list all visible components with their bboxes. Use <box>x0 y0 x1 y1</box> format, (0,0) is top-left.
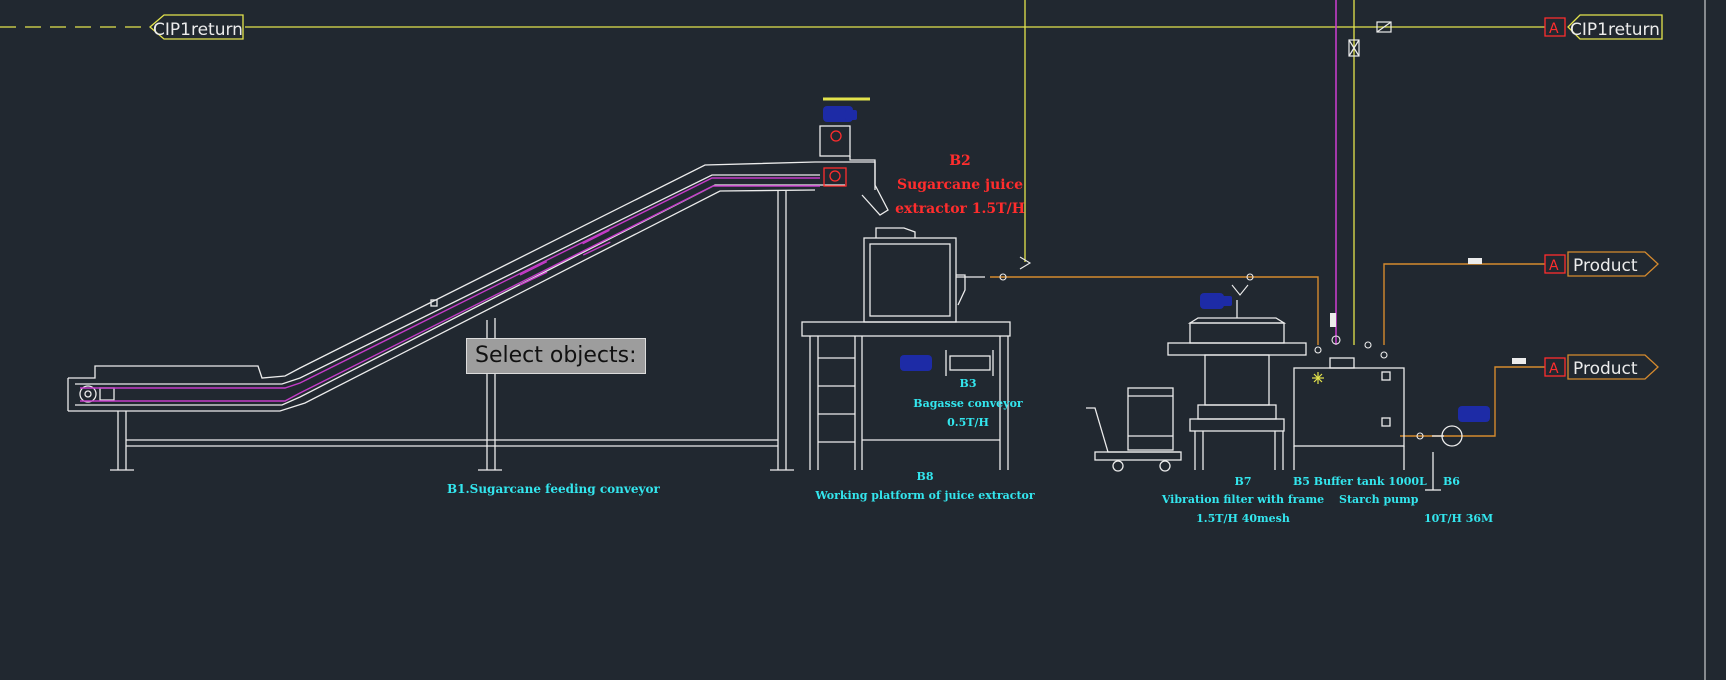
label-b3-name: Bagasse conveyor <box>913 397 1023 410</box>
b3-bagasse-conveyor[interactable] <box>900 350 994 376</box>
label-b2-capacity: extractor 1.5T/H <box>895 201 1025 217</box>
cip-return-connector-left[interactable]: CIP1return <box>149 14 244 40</box>
orange-pipe-markers <box>1468 258 1526 364</box>
label-b8-name: Working platform of juice extractor <box>814 489 1035 502</box>
b5-tank-sensor <box>1312 372 1324 384</box>
label-b5-name: B5 Buffer tank 1000L <box>1293 475 1427 488</box>
top-line-vertical-valve[interactable] <box>1348 39 1360 57</box>
a-marker-box <box>1544 17 1566 37</box>
magenta-supply-pipe[interactable] <box>1330 0 1337 345</box>
top-line-check-valve[interactable] <box>1376 21 1392 33</box>
a-marker-label: A <box>1549 21 1559 37</box>
cip-return-connector-right[interactable]: A CIP1return <box>1544 14 1663 40</box>
cip-return-line[interactable] <box>0 0 1545 345</box>
label-b6-tag: B6 <box>1443 475 1460 488</box>
label-b8-tag: B8 <box>917 470 934 483</box>
label-b3-tag: B3 <box>960 377 977 390</box>
equipment-labels: B1.Sugarcane feeding conveyor B2 Sugarca… <box>447 153 1493 525</box>
label-b7-tag: B7 <box>1235 475 1252 488</box>
b7-motor-icon <box>1200 293 1232 309</box>
b1-drive-head-red <box>823 130 847 187</box>
b7-vibration-filter[interactable] <box>1167 300 1307 470</box>
b1-motor-icon[interactable] <box>823 97 870 122</box>
b8-working-platform[interactable] <box>801 321 1011 470</box>
label-b1: B1.Sugarcane feeding conveyor <box>447 482 660 496</box>
label-b7-capacity: 1.5T/H 40mesh <box>1196 512 1290 525</box>
b2-juice-extractor[interactable] <box>863 227 985 323</box>
b1-conveyor-belt[interactable] <box>80 177 820 402</box>
product-connector-1[interactable]: A Product <box>1544 251 1659 277</box>
label-b2-name: Sugarcane juice <box>897 177 1023 193</box>
inline-valves[interactable] <box>999 256 1424 440</box>
b5-buffer-tank[interactable] <box>1293 357 1405 470</box>
b1-feeding-conveyor[interactable] <box>67 125 889 471</box>
label-b7-name: Vibration filter with frame <box>1161 493 1324 506</box>
label-b5-pump: Starch pump <box>1339 493 1419 506</box>
product-label-1: Product <box>1573 256 1638 276</box>
cip-return-label-right: CIP1return <box>1570 20 1660 40</box>
label-b3-capacity: 0.5T/H <box>947 416 989 429</box>
a-marker-label-product-2: A <box>1549 361 1559 377</box>
cip-return-label-left: CIP1return <box>153 20 243 40</box>
label-b6-capacity: 10T/H 36M <box>1424 512 1493 525</box>
product-label-2: Product <box>1573 359 1638 379</box>
b6-starch-pump[interactable] <box>1425 406 1490 491</box>
orange-product-pipes[interactable] <box>990 263 1545 437</box>
label-b2-tag: B2 <box>949 153 971 169</box>
collection-trolley[interactable] <box>1086 387 1182 472</box>
product-connector-2[interactable]: A Product <box>1544 354 1659 380</box>
command-prompt-tooltip: Select objects: <box>466 338 646 374</box>
a-marker-label-product-1: A <box>1549 258 1559 274</box>
